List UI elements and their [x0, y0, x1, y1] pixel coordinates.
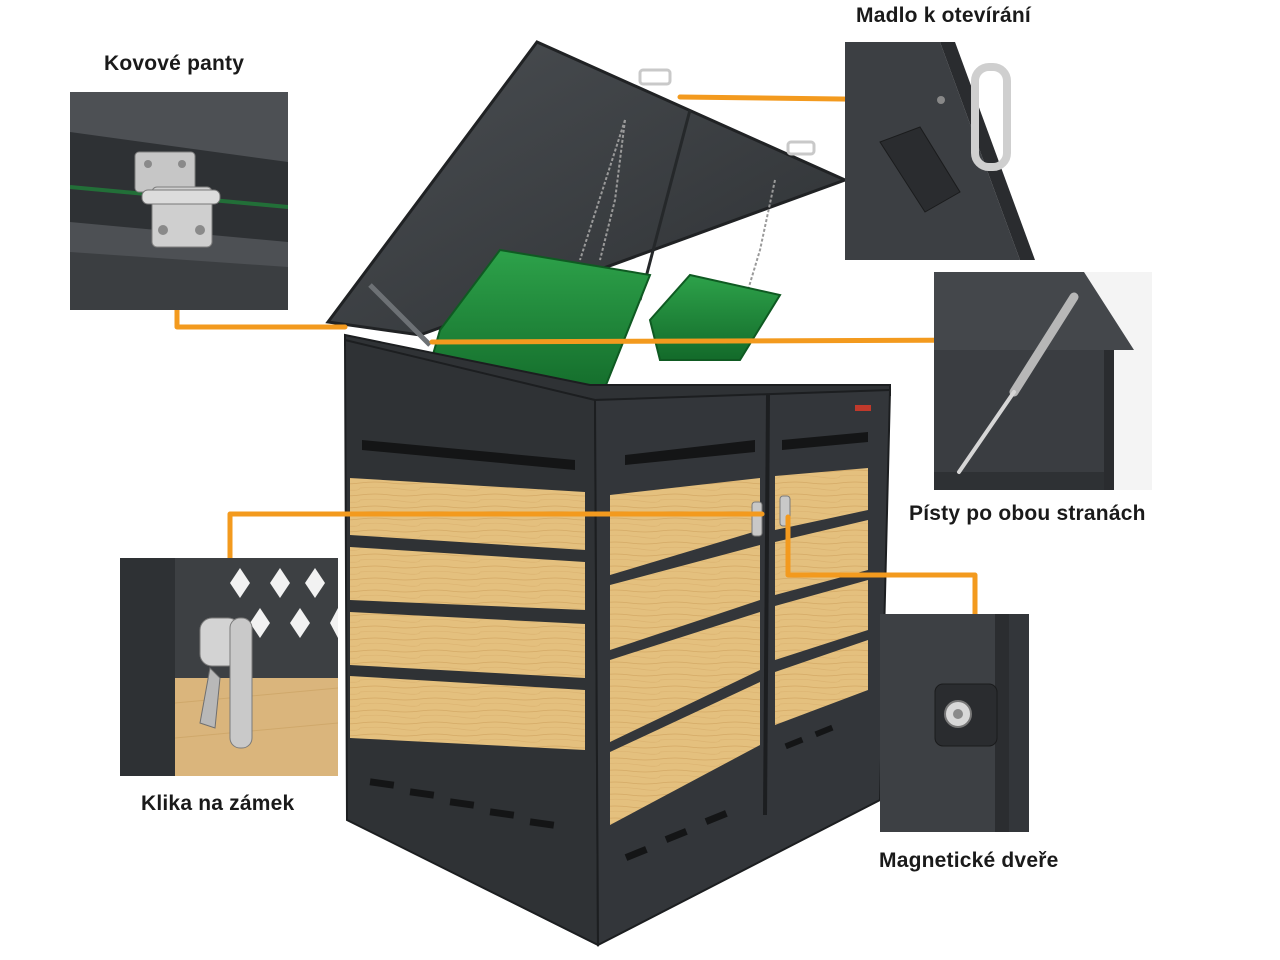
pistons-detail-photo	[934, 272, 1152, 490]
pistons-callout-line	[429, 337, 1003, 345]
hinges-label: Kovové panty	[104, 52, 245, 75]
door-panels	[593, 388, 892, 947]
handle-detail-photo	[845, 42, 1065, 260]
handle-label: Madlo k otevírání	[856, 4, 1031, 27]
pistons-label: Písty po obou stranách	[909, 502, 1146, 525]
lock-handle-detail-photo	[120, 558, 338, 776]
magnetic-doors-detail-photo	[880, 614, 1098, 832]
lock-handle-label: Klika na zámek	[141, 792, 295, 815]
magnetic-doors-label: Magnetické dveře	[879, 849, 1059, 872]
hinges-detail-photo	[70, 92, 288, 310]
front-panel	[343, 338, 600, 947]
